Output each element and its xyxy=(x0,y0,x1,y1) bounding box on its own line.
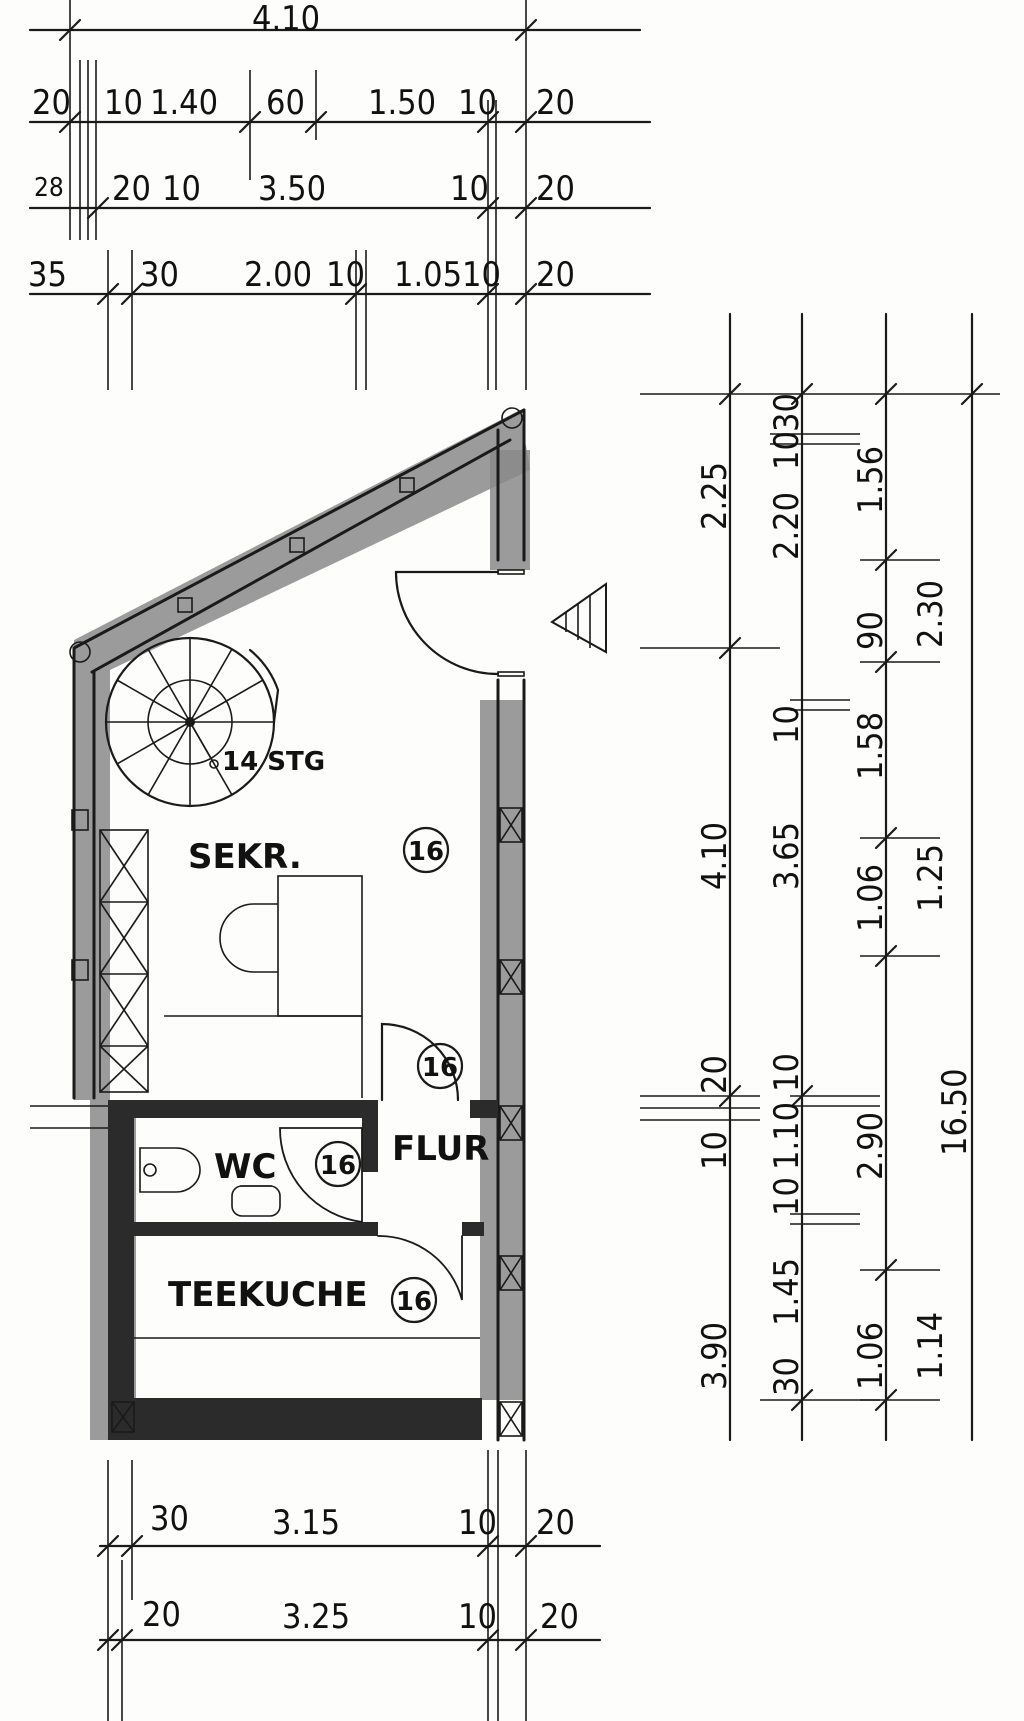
right-dim-c4-b: 1.25 xyxy=(911,844,951,912)
right-dim-c2-c: 2.20 xyxy=(767,492,807,560)
wall-south xyxy=(108,1398,482,1440)
door-tag-sekr-text: 16 xyxy=(408,837,444,867)
right-dim-c2-f: 10 xyxy=(767,1053,807,1092)
door-wc xyxy=(279,1127,363,1223)
bottom-dim-r1-c: 10 xyxy=(458,1503,497,1543)
room-label-sekr: SEKR. xyxy=(188,837,302,877)
entry-door xyxy=(394,570,500,676)
desk xyxy=(164,875,363,1098)
top-dim-r1-c: 1.40 xyxy=(150,83,218,123)
right-dim-c2-h: 10 xyxy=(767,1177,807,1216)
right-dim-c2-g: 1.10 xyxy=(767,1102,807,1170)
bottom-dim-r1-a: 30 xyxy=(150,1499,189,1539)
right-dim-c1-b: 4.10 xyxy=(695,822,735,890)
spiral-staircase: 14 STG xyxy=(104,636,325,808)
corner-post-ne xyxy=(501,407,523,429)
right-dim-c2-a: 30 xyxy=(767,393,807,432)
top-dim-r1-g: 20 xyxy=(536,83,575,123)
corner-post-nw xyxy=(69,641,91,663)
top-dim-r3-c: 2.00 xyxy=(244,255,312,295)
top-dim-r3-b: 30 xyxy=(140,255,179,295)
door-sekr-flur xyxy=(380,1022,460,1102)
door-tag-flur-text: 16 xyxy=(422,1053,458,1083)
right-dim-c2-j: 30 xyxy=(767,1357,807,1396)
right-dim-c2-d: 10 xyxy=(767,705,807,744)
bottom-dim-r1-b: 3.15 xyxy=(272,1503,340,1543)
bottom-dim-r2-c: 10 xyxy=(458,1597,497,1637)
top-dim-r2-d: 3.50 xyxy=(258,169,326,209)
bottom-dimension-chain: 30 3.15 10 20 20 3.25 10 20 xyxy=(96,1450,602,1721)
top-dim-r3-a: 35 xyxy=(28,255,67,295)
door-tag-teekuche xyxy=(390,1276,438,1324)
top-dim-r3-f: 10 xyxy=(462,255,501,295)
top-dim-r1-e: 1.50 xyxy=(368,83,436,123)
bottom-dim-r2-d: 20 xyxy=(540,1597,579,1637)
door-tag-sekr xyxy=(402,826,450,874)
wall-sekr-wc xyxy=(108,1100,378,1118)
top-dimension-chain: 4.10 20 10 1.40 60 1.50 10 20 28 20 10 3… xyxy=(28,0,652,390)
right-dim-c3-c: 1.58 xyxy=(851,712,891,780)
door-teekuche xyxy=(377,1235,463,1301)
top-dim-r1-f: 10 xyxy=(458,83,497,123)
storage-cabinet xyxy=(99,829,149,1093)
top-dim-r2-c: 10 xyxy=(162,169,201,209)
top-dim-overall: 4.10 xyxy=(252,0,320,39)
top-dim-r1-d: 60 xyxy=(266,83,305,123)
east-wall-shading xyxy=(480,700,524,1400)
right-dim-overall: 16.50 xyxy=(935,1068,975,1156)
top-dim-r2-a: 28 xyxy=(34,173,64,203)
right-dim-c3-b: 90 xyxy=(851,611,891,650)
right-dim-c4-c: 1.14 xyxy=(911,1312,951,1380)
right-dimension-chains: 2.25 4.10 3.90 20 10 30 10 2.20 10 3.65 … xyxy=(640,312,1000,1442)
right-dim-c1-d: 20 xyxy=(695,1055,735,1094)
door-tag-wc-text: 16 xyxy=(320,1151,356,1181)
door-tag-flur xyxy=(416,1042,464,1090)
room-label-teekuche: TEEKUCHE xyxy=(168,1275,368,1315)
outer-wall-shading xyxy=(74,410,530,1100)
right-dim-c2-e: 3.65 xyxy=(767,822,807,890)
right-dim-c1-e: 10 xyxy=(695,1131,735,1170)
top-dim-r1-a: 20 xyxy=(32,83,71,123)
door-tag-wc xyxy=(314,1140,362,1188)
right-dim-c3-f: 1.06 xyxy=(851,1322,891,1390)
bottom-dim-r2-b: 3.25 xyxy=(282,1597,350,1637)
top-dim-r2-e: 10 xyxy=(450,169,489,209)
room-label-flur: FLUR xyxy=(392,1129,489,1169)
right-dim-c3-a: 1.56 xyxy=(851,446,891,514)
top-dim-r3-e: 1.05 xyxy=(394,255,462,295)
stair-label: 14 STG xyxy=(222,747,325,777)
wall-wc-teekuche xyxy=(134,1222,378,1236)
right-dim-c3-e: 2.90 xyxy=(851,1112,891,1180)
right-dim-c1-c: 3.90 xyxy=(695,1322,735,1390)
top-dim-r2-b: 20 xyxy=(112,169,151,209)
door-tag-teekuche-text: 16 xyxy=(396,1287,432,1317)
right-dim-c2-i: 1.45 xyxy=(767,1258,807,1326)
top-dim-r1-b: 10 xyxy=(104,83,143,123)
right-dim-c3-d: 1.06 xyxy=(851,864,891,932)
floor-plan: 14 STG SEKR. 16 xyxy=(30,407,607,1442)
room-label-wc: WC xyxy=(214,1147,276,1187)
wc-fixtures xyxy=(139,1147,281,1217)
entrance-marker xyxy=(550,582,607,654)
wall-west-lower xyxy=(108,1100,134,1440)
right-dim-c4-a: 2.30 xyxy=(911,580,951,648)
bottom-dim-r1-d: 20 xyxy=(536,1503,575,1543)
top-dim-r3-d: 10 xyxy=(326,255,365,295)
top-dim-r3-g: 20 xyxy=(536,255,575,295)
right-dim-c2-b: 10 xyxy=(767,431,807,470)
top-dim-r2-f: 20 xyxy=(536,169,575,209)
bottom-dim-r2-a: 20 xyxy=(142,1595,181,1635)
right-dim-c1-a: 2.25 xyxy=(695,462,735,530)
